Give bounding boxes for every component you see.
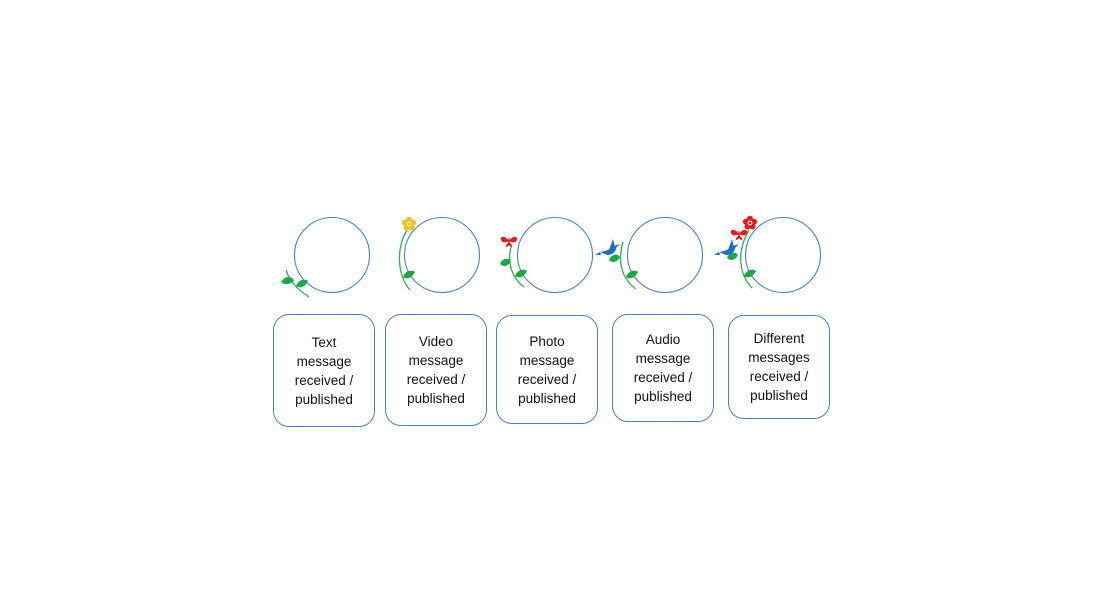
item-4-graphic [595, 216, 704, 294]
item-2-stem [398, 229, 411, 291]
item-5-graphic [714, 215, 822, 294]
leaf-icon [403, 270, 415, 279]
item-3-graphic [500, 216, 594, 294]
item-1-graphic [281, 216, 371, 298]
video-message-label-box: Video message received / published [385, 314, 487, 426]
butterfly-icon [500, 236, 518, 247]
item-1-circle [293, 216, 371, 294]
video-message-label: Video message received / published [406, 334, 466, 406]
text-message-label: Text message received / published [294, 334, 354, 407]
leaf-icon [727, 252, 738, 260]
leaf-icon [626, 270, 638, 279]
flower-icon [742, 215, 758, 230]
audio-message-label-box: Audio message received / published [612, 314, 714, 422]
bird-icon [595, 239, 620, 255]
item-4-circle [626, 216, 704, 294]
different-messages-label-box: Different messages received / published [728, 315, 830, 419]
butterfly-icon [730, 229, 748, 240]
item-1-stem [285, 269, 310, 298]
photo-message-label-box: Photo message received / published [496, 315, 598, 424]
bird-icon [714, 239, 739, 255]
item-3-stem [509, 246, 525, 288]
leaf-icon [609, 254, 620, 262]
item-4-stem [619, 241, 637, 290]
leaf-icon [281, 277, 294, 285]
leaf-icon [515, 269, 527, 278]
leaf-icon [500, 258, 511, 266]
leaf-icon [296, 279, 308, 288]
text-message-label-box: Text message received / published [273, 314, 375, 427]
item-2-graphic [398, 216, 481, 294]
leaf-icon [744, 269, 756, 278]
item-2-circle [403, 216, 481, 294]
item-3-circle [516, 216, 594, 294]
photo-message-label: Photo message received / published [517, 333, 577, 406]
item-5-circle [744, 216, 822, 294]
flower-icon [401, 216, 417, 231]
different-messages-label: Different messages received / published [748, 331, 810, 403]
item-5-stem [740, 229, 753, 289]
audio-message-label: Audio message received / published [633, 332, 693, 404]
